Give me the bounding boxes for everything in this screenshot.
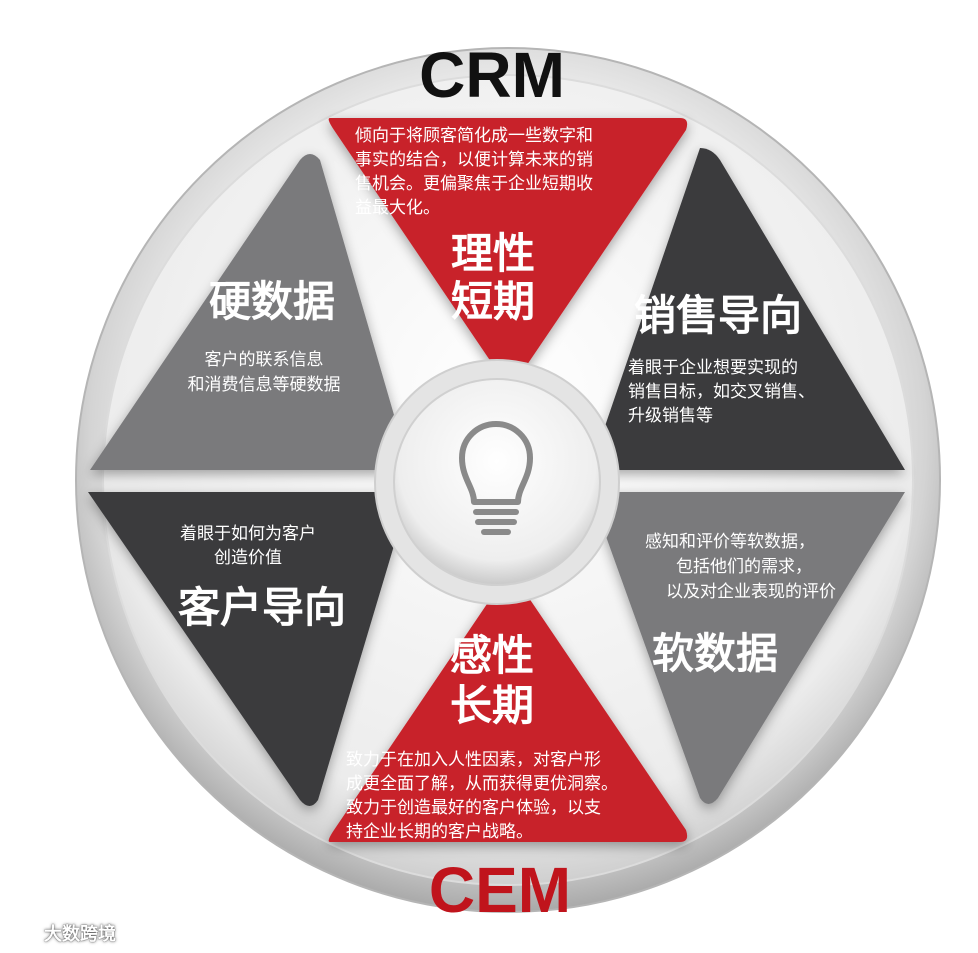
segment-upper-right — [590, 148, 905, 470]
top-title-1: 理性 — [451, 229, 535, 278]
lower-left-desc-line-1: 着眼于如何为客户 — [180, 524, 316, 544]
top-desc-line-3: 售机会。更偏聚焦于企业短期收 — [355, 174, 593, 194]
lower-right-title: 软数据 — [652, 629, 778, 678]
top-desc-line-2: 事实的结合，以便计算未来的销 — [355, 150, 593, 170]
crm-label: CRM — [419, 39, 565, 111]
lower-left-title: 客户导向 — [178, 583, 346, 632]
bottom-desc-line-3: 致力于创造最好的客户体验，以支 — [346, 798, 601, 818]
upper-right-desc-line-1: 着眼于企业想要实现的 — [628, 358, 798, 378]
logo-icon — [10, 925, 38, 941]
lower-left-desc-line-2: 创造价值 — [214, 548, 282, 568]
top-title-2: 短期 — [451, 277, 535, 326]
segment-lower-right — [590, 492, 905, 804]
upper-left-desc-line-1: 客户的联系信息 — [205, 350, 324, 370]
segment-upper-left — [90, 154, 410, 470]
upper-left-desc-line-2: 和消费信息等硬数据 — [188, 375, 341, 395]
lower-right-desc-line-3: 以及对企业表现的评价 — [666, 582, 836, 602]
upper-right-desc-line-2: 销售目标，如交叉销售、 — [628, 382, 815, 402]
lower-right-desc-line-1: 感知和评价等软数据， — [645, 532, 815, 552]
watermark: 大数跨境 — [10, 920, 116, 946]
upper-left-title: 硬数据 — [209, 277, 335, 326]
lower-right-desc-line-2: 包括他们的需求， — [676, 557, 812, 577]
lightbulb-icon — [459, 421, 533, 535]
top-desc-line-4: 益最大化。 — [355, 198, 440, 218]
segment-top — [328, 118, 688, 390]
bottom-title-2: 长期 — [450, 681, 534, 730]
top-desc-line-1: 倾向于将顾客简化成一些数字和 — [355, 126, 593, 146]
hub — [393, 378, 601, 586]
bottom-desc-line-2: 成更全面了解，从而获得更优洞察。 — [346, 774, 618, 794]
bottom-desc-line-1: 致力于在加入人性因素，对客户形 — [346, 750, 601, 770]
bottom-desc-line-4: 持企业长期的客户战略。 — [346, 822, 533, 842]
upper-right-desc-line-3: 升级销售等 — [628, 406, 713, 426]
bottom-title-1: 感性 — [450, 631, 534, 680]
segment-bottom — [328, 570, 688, 842]
watermark-text: 大数跨境 — [44, 924, 116, 945]
upper-right-title: 销售导向 — [634, 291, 802, 340]
segment-lower-left — [88, 492, 410, 806]
cem-label: CEM — [429, 854, 571, 926]
